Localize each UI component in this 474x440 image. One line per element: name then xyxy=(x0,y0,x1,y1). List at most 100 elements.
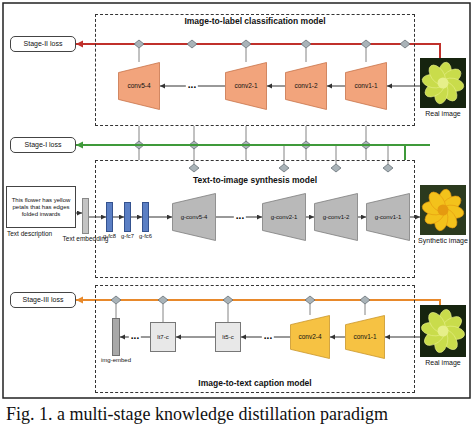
gram-diamond xyxy=(361,40,371,48)
conv-layer: conv2-1 xyxy=(225,62,267,110)
gram-diamond xyxy=(383,164,393,172)
node-text: conv2-4 xyxy=(291,333,329,340)
trapezoid xyxy=(346,316,385,359)
node-label: g-fc8 xyxy=(100,233,120,240)
input-image: Real image xyxy=(420,58,466,108)
lstm-cell: lt5-c xyxy=(215,322,241,352)
trapezoid xyxy=(173,194,216,241)
conv-layer: conv2-4 xyxy=(290,315,330,359)
lstm-cell: lt7-c xyxy=(150,322,176,352)
photo-background xyxy=(420,185,466,235)
figure-frame xyxy=(3,3,470,398)
node-text: lt5-c xyxy=(217,334,239,341)
deconv-layer: g-conv2-1 xyxy=(262,193,306,241)
node-text: Stage-I loss xyxy=(12,141,74,149)
deconv-layer: g-conv1-1 xyxy=(366,193,410,241)
gram-diamond xyxy=(361,141,371,149)
petal xyxy=(425,309,449,335)
node-label: g-fc6 xyxy=(136,233,156,240)
flower-photo xyxy=(420,305,466,357)
tap-line xyxy=(365,304,366,315)
trapezoid xyxy=(263,194,306,241)
gram-diamond xyxy=(241,141,251,149)
node-text: g-conv1-1 xyxy=(367,214,409,221)
photo-background xyxy=(420,58,466,108)
connector xyxy=(387,86,420,87)
node-text: conv1-2 xyxy=(286,82,326,89)
loss-line xyxy=(95,300,440,305)
connector xyxy=(358,217,366,218)
trapezoid xyxy=(367,194,410,241)
node-text: g-conv1-2 xyxy=(315,214,357,221)
node-text: Stage-II loss xyxy=(12,40,74,48)
connector xyxy=(76,43,95,45)
node-label: Synthetic image xyxy=(411,237,474,245)
model-group: Image-to-text caption modelimg-embedlt7-… xyxy=(95,285,415,393)
conv-layer: conv5-4 xyxy=(118,62,160,110)
node-text: g-conv2-1 xyxy=(263,214,305,221)
loss-box: Stage-I loss xyxy=(10,137,76,153)
node-label: g-fc7 xyxy=(118,233,138,240)
ellipsis: ... xyxy=(234,211,246,221)
tap-line xyxy=(116,304,117,318)
flower-photo xyxy=(420,58,466,108)
text-box: This flower has yellow petals that has e… xyxy=(6,186,76,228)
model-group: Image-to-label classification model conv5… xyxy=(95,14,415,126)
fc-layer: g-fc8 xyxy=(106,202,113,232)
trapezoid xyxy=(286,63,327,110)
conv-layer: conv1-1 xyxy=(345,62,387,110)
gram-diamond xyxy=(189,141,199,149)
gram-diamond xyxy=(111,296,121,304)
flower-centre xyxy=(437,325,448,336)
gram-diamond xyxy=(223,296,233,304)
gram-diamond xyxy=(305,296,315,304)
embedding-bar: Text embedding xyxy=(82,198,89,234)
tap-line xyxy=(246,48,247,62)
tap-line xyxy=(163,304,164,322)
input-image: Real image xyxy=(420,305,466,357)
tap-line xyxy=(366,48,367,62)
node-text: Stage-III loss xyxy=(12,296,74,304)
flower-photo xyxy=(420,185,466,235)
gram-diamond xyxy=(158,296,168,304)
trapezoid xyxy=(315,194,358,241)
trapezoid xyxy=(291,316,330,359)
node-label: Real image xyxy=(415,110,471,118)
connector xyxy=(76,145,405,160)
connector xyxy=(410,217,420,218)
connector xyxy=(89,217,106,218)
tap-line xyxy=(228,304,229,322)
conv-layer: conv1-1 xyxy=(345,315,385,359)
node-text: conv1-1 xyxy=(346,82,386,89)
figure-caption: Fig. 1. a multi-stage knowledge distilla… xyxy=(6,404,470,425)
node-text: conv2-1 xyxy=(226,82,266,89)
gram-diamond xyxy=(134,40,144,48)
gram-diamond xyxy=(301,40,311,48)
node-text: conv1-1 xyxy=(346,333,384,340)
ellipsis: ... xyxy=(129,331,141,341)
connector xyxy=(327,86,345,87)
node-text: lt7-c xyxy=(152,334,174,341)
gram-diamond xyxy=(279,164,289,172)
tap-line xyxy=(310,304,311,315)
deconv-layer: g-conv5-4 xyxy=(172,193,216,241)
loss-line xyxy=(405,144,430,146)
connector xyxy=(176,337,215,338)
node-label: Image-to-label classification model xyxy=(96,17,414,27)
gram-diamond xyxy=(134,141,144,149)
output-image: Synthetic image xyxy=(420,185,466,235)
gram-diamond xyxy=(189,164,199,172)
tap-line xyxy=(139,48,140,62)
model-group: Text-to-image synthesis modelg-fc8g-fc7g… xyxy=(95,160,415,278)
fc-layer: g-fc6 xyxy=(142,202,149,232)
node-text: conv5-4 xyxy=(119,82,159,89)
connector xyxy=(131,217,142,218)
tap-line xyxy=(306,48,307,62)
connector xyxy=(113,217,124,218)
node-label: Real image xyxy=(415,359,471,367)
trapezoid xyxy=(226,63,267,110)
tap-line xyxy=(336,145,337,164)
conv-layer: conv1-2 xyxy=(285,62,327,110)
node-label: Image-to-text caption model xyxy=(96,379,414,389)
